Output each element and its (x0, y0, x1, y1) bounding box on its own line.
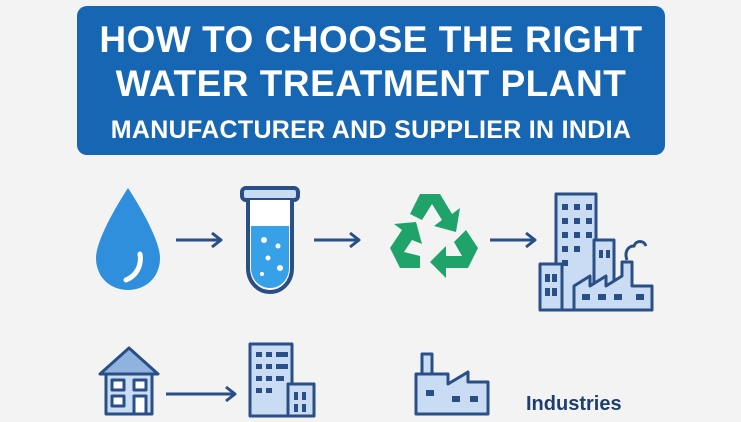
arrow-right-icon (490, 231, 537, 249)
city-factory-icon (538, 192, 654, 312)
industries-label: Industries (526, 393, 622, 415)
apartment-building-icon (248, 342, 316, 418)
recycle-icon (390, 194, 478, 278)
arrow-right-icon (166, 385, 237, 403)
title-line-2: WATER TREATMENT PLANT (115, 63, 627, 104)
factory-icon (414, 352, 490, 416)
arrow-right-icon (314, 231, 361, 249)
title-banner: HOW TO CHOOSE THE RIGHT WATER TREATMENT … (77, 6, 665, 155)
house-icon (98, 346, 160, 416)
arrow-right-icon (176, 231, 223, 249)
title-line-3: MANUFACTURER AND SUPPLIER IN INDIA (110, 116, 632, 144)
title-line-1: HOW TO CHOOSE THE RIGHT (99, 19, 643, 60)
test-tube-icon (240, 186, 300, 295)
water-drop-icon (96, 188, 160, 290)
